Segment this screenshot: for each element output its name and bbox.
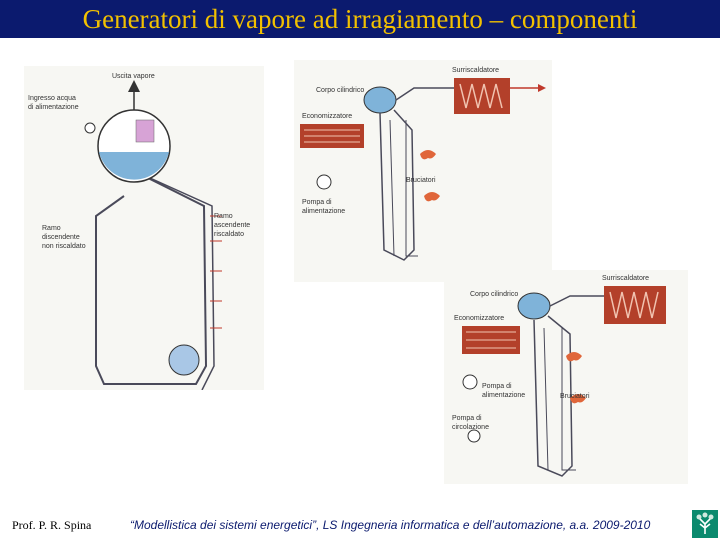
loop-pipe	[95, 175, 208, 385]
label-ingresso-2: di alimentazione	[28, 104, 79, 111]
furnace-tubes-2	[543, 327, 576, 471]
loop-pipe-outer	[149, 177, 215, 391]
label-uscita-vapore: Uscita vapore	[112, 73, 155, 80]
separator	[135, 119, 155, 143]
feedwater-valve-icon	[84, 122, 96, 134]
diagram-boiler-natural: Surriscaldatore Corpo cilindrico Economi…	[294, 60, 552, 282]
label-econ-1: Economizzatore	[302, 113, 352, 120]
university-tree-logo-icon	[692, 510, 718, 538]
label-surr-2: Surriscaldatore	[602, 275, 649, 282]
feed-pump-2-icon	[462, 374, 478, 390]
furnace-walls-1	[379, 109, 415, 261]
drum-to-superheater-1	[395, 87, 454, 101]
steam-out-1-arrow-icon	[538, 84, 546, 92]
label-corpo-2: Corpo cilindrico	[470, 291, 518, 298]
boiler-forced-svg: Surriscaldatore Corpo cilindrico Economi…	[452, 275, 666, 477]
economizer-1-coil	[304, 129, 360, 143]
label-pompa-circ-a: Pompa di	[452, 415, 482, 422]
steam-outlet-arrow-icon	[128, 80, 140, 92]
superheater-2-coil	[609, 291, 659, 319]
footer-course: “Modellistica dei sistemi energetici”, L…	[130, 518, 651, 532]
burner-flames-2	[566, 352, 586, 404]
circulation-pump-icon	[467, 429, 481, 443]
label-ramo-disc-1: Ramo	[42, 225, 61, 232]
title-bar	[0, 0, 720, 38]
label-corpo-1: Corpo cilindrico	[316, 87, 364, 94]
superheater-1-coil	[459, 83, 503, 109]
natural-circulation-svg: Uscita vapore Ingresso acqua di alimenta…	[28, 73, 250, 391]
feed-pump-1-icon	[316, 174, 332, 190]
diagram-natural-circulation: Uscita vapore Ingresso acqua di alimenta…	[24, 66, 264, 391]
heat-input-arrows	[210, 215, 222, 329]
label-pompa-alim-a: Pompa di	[482, 383, 512, 390]
label-bruc-1: Bruciatori	[406, 177, 436, 184]
drum-to-superheater-2	[549, 295, 604, 307]
furnace-walls-2	[533, 315, 573, 477]
label-pompa-circ-b: circolazione	[452, 424, 489, 431]
diagram-boiler-forced: Surriscaldatore Corpo cilindrico Economi…	[444, 270, 688, 484]
label-ramo-disc-2: discendente	[42, 234, 80, 241]
economizer-2-coil	[466, 331, 516, 349]
label-ramo-asc-1: Ramo	[214, 213, 233, 220]
label-ingresso-1: Ingresso acqua	[28, 95, 76, 102]
label-surr-1: Surriscaldatore	[452, 67, 499, 74]
drum-2	[517, 292, 551, 320]
label-ramo-disc-3: non riscaldato	[42, 243, 86, 250]
boiler-natural-svg: Surriscaldatore Corpo cilindrico Economi…	[300, 67, 546, 261]
label-bruc-2: Bruciatori	[560, 393, 590, 400]
label-ramo-asc-2: ascendente	[214, 222, 250, 229]
drum-1	[363, 86, 397, 114]
label-econ-2: Economizzatore	[454, 315, 504, 322]
label-pompa-1a: Pompa di	[302, 199, 332, 206]
burner-flames-1	[420, 150, 440, 202]
slide-title: Generatori di vapore ad irragiamento – c…	[82, 4, 638, 34]
label-ramo-asc-3: riscaldato	[214, 231, 244, 238]
drum-water	[99, 152, 169, 180]
footer-author: Prof. P. R. Spina	[12, 518, 92, 532]
label-pompa-alim-b: alimentazione	[482, 392, 525, 399]
furnace-tubes-1	[389, 119, 418, 257]
label-pompa-1b: alimentazione	[302, 208, 345, 215]
lower-header	[168, 344, 200, 376]
